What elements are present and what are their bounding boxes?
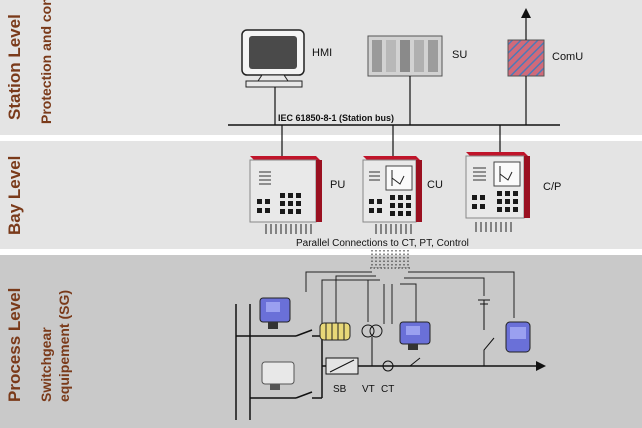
vt-label: VT	[362, 384, 375, 395]
su-label: SU	[452, 49, 467, 61]
bay-level-title: Bay Level	[5, 156, 24, 235]
cp-device: C/P	[465, 152, 561, 219]
pu-label: PU	[330, 179, 345, 191]
coil-sensor	[319, 322, 351, 341]
pu-device: PU	[249, 156, 345, 223]
sb-breaker: SB	[325, 357, 359, 395]
feeder-arrow-icon	[536, 361, 546, 371]
comu-device: ComU	[507, 8, 583, 125]
motor-drive-3	[505, 321, 531, 353]
process-level-subtitle-2: equipement (SG)	[56, 290, 72, 402]
earthing-switch	[483, 300, 495, 366]
parallel-connections-label: Parallel Connections to CT, PT, Control	[296, 238, 469, 249]
process-level-title: Process Level	[5, 288, 24, 402]
station-level-title: Station Level	[5, 14, 24, 120]
motor-drive-1	[259, 297, 291, 329]
motor-drive-2	[399, 321, 431, 350]
sb-label: SB	[333, 384, 347, 395]
parallel-wires	[265, 222, 512, 234]
monitor-screen-icon	[249, 36, 297, 69]
station-bus-label: IEC 61850-8-1 (Station bus)	[278, 113, 394, 123]
comu-label: ComU	[552, 51, 583, 63]
vt-ct-transformers: VT CT	[361, 324, 394, 395]
process-wiring	[305, 271, 515, 352]
su-device: SU	[367, 35, 467, 125]
process-band	[0, 255, 642, 428]
process-level-subtitle-1: Switchgear	[38, 327, 54, 402]
hmi-label: HMI	[312, 47, 332, 59]
cp-label: C/P	[543, 181, 561, 193]
motor-drive-grey	[261, 361, 295, 390]
station-level-subtitle: Protection and control	[38, 0, 54, 124]
hmi-device: HMI	[241, 29, 332, 125]
cu-device: CU	[362, 156, 443, 223]
bay-level-label: Bay Level	[5, 156, 24, 235]
station-level-label: Station Level Protection and control	[5, 0, 54, 124]
process-level-label: Process Level Switchgear equipement (SG)	[5, 288, 72, 402]
ct-label: CT	[381, 384, 394, 395]
uplink-arrow-icon	[521, 8, 531, 18]
cu-label: CU	[427, 179, 443, 191]
signal-bundle	[370, 250, 410, 269]
